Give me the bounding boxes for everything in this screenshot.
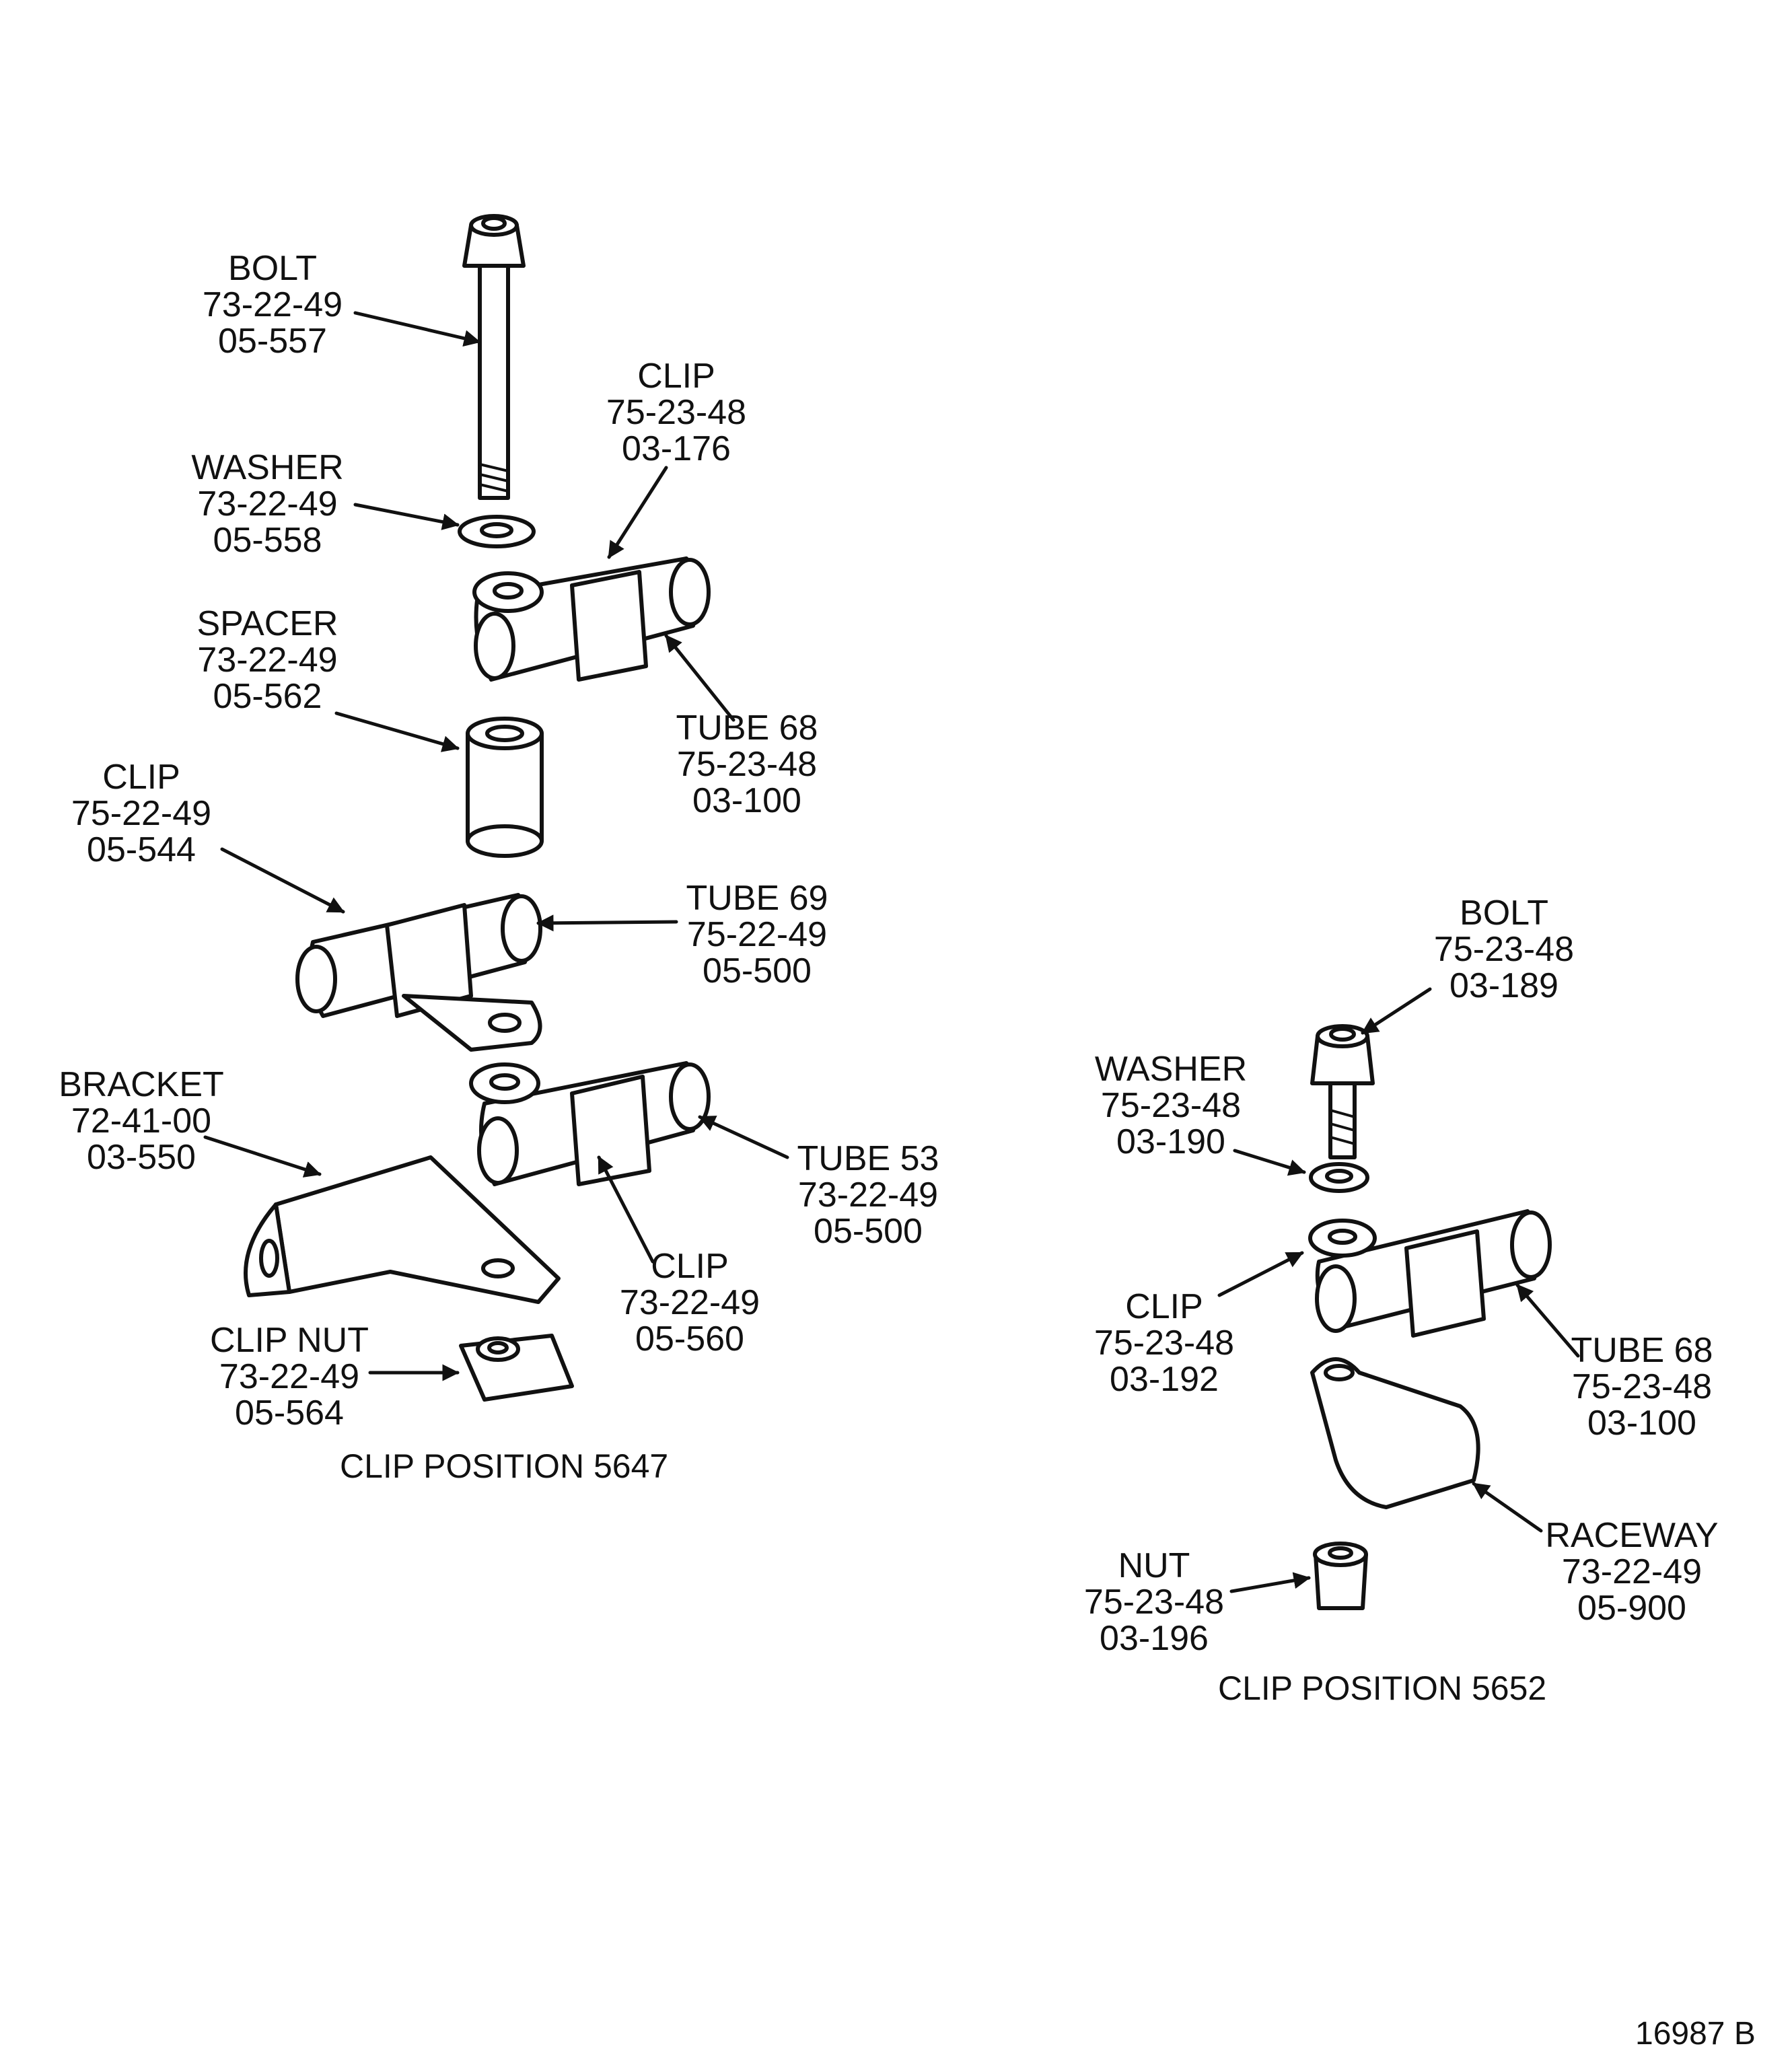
tube68-right-leader-arrow bbox=[1515, 1283, 1580, 1358]
clip-low-leader-arrow bbox=[597, 1155, 655, 1264]
nut-right-leader-arrow bbox=[1229, 1572, 1311, 1593]
tube68-leader-arrow bbox=[664, 634, 736, 722]
spacer-leader-arrow bbox=[334, 711, 460, 752]
caption-clip-position-5652: CLIP POSITION 5652 bbox=[1218, 1669, 1547, 1707]
bracket-part bbox=[244, 1155, 561, 1304]
bolt-part bbox=[462, 214, 526, 500]
washer-part bbox=[458, 515, 536, 548]
bolt-part-right bbox=[1310, 1024, 1375, 1159]
washer-leader-arrow bbox=[353, 503, 460, 530]
clip-top-leader-arrow bbox=[607, 466, 668, 559]
figure-id: 16987 B bbox=[1635, 2016, 1756, 2052]
washer-right-leader-arrow bbox=[1233, 1149, 1306, 1176]
clip-tube-upper bbox=[472, 556, 711, 682]
washer-part-right bbox=[1309, 1162, 1369, 1193]
nut-part-right bbox=[1313, 1542, 1368, 1610]
clip-tube-right bbox=[1308, 1209, 1552, 1338]
raceway-leader-arrow bbox=[1472, 1482, 1543, 1533]
clip-mid-leader-arrow bbox=[220, 847, 345, 914]
clip-tube-lower bbox=[469, 1061, 711, 1186]
tube69-leader-arrow bbox=[536, 914, 678, 932]
clip-right-leader-arrow bbox=[1217, 1251, 1304, 1297]
caption-clip-position-5647: CLIP POSITION 5647 bbox=[340, 1447, 669, 1485]
bolt-right-leader-arrow bbox=[1361, 987, 1432, 1035]
clip-tube-middle bbox=[295, 893, 542, 1052]
bolt-leader-arrow bbox=[353, 311, 481, 347]
tube53-leader-arrow bbox=[698, 1115, 789, 1159]
raceway-part bbox=[1310, 1357, 1480, 1509]
clip-nut-part bbox=[459, 1334, 574, 1402]
spacer-part bbox=[466, 717, 544, 858]
bracket-leader-arrow bbox=[203, 1135, 322, 1178]
